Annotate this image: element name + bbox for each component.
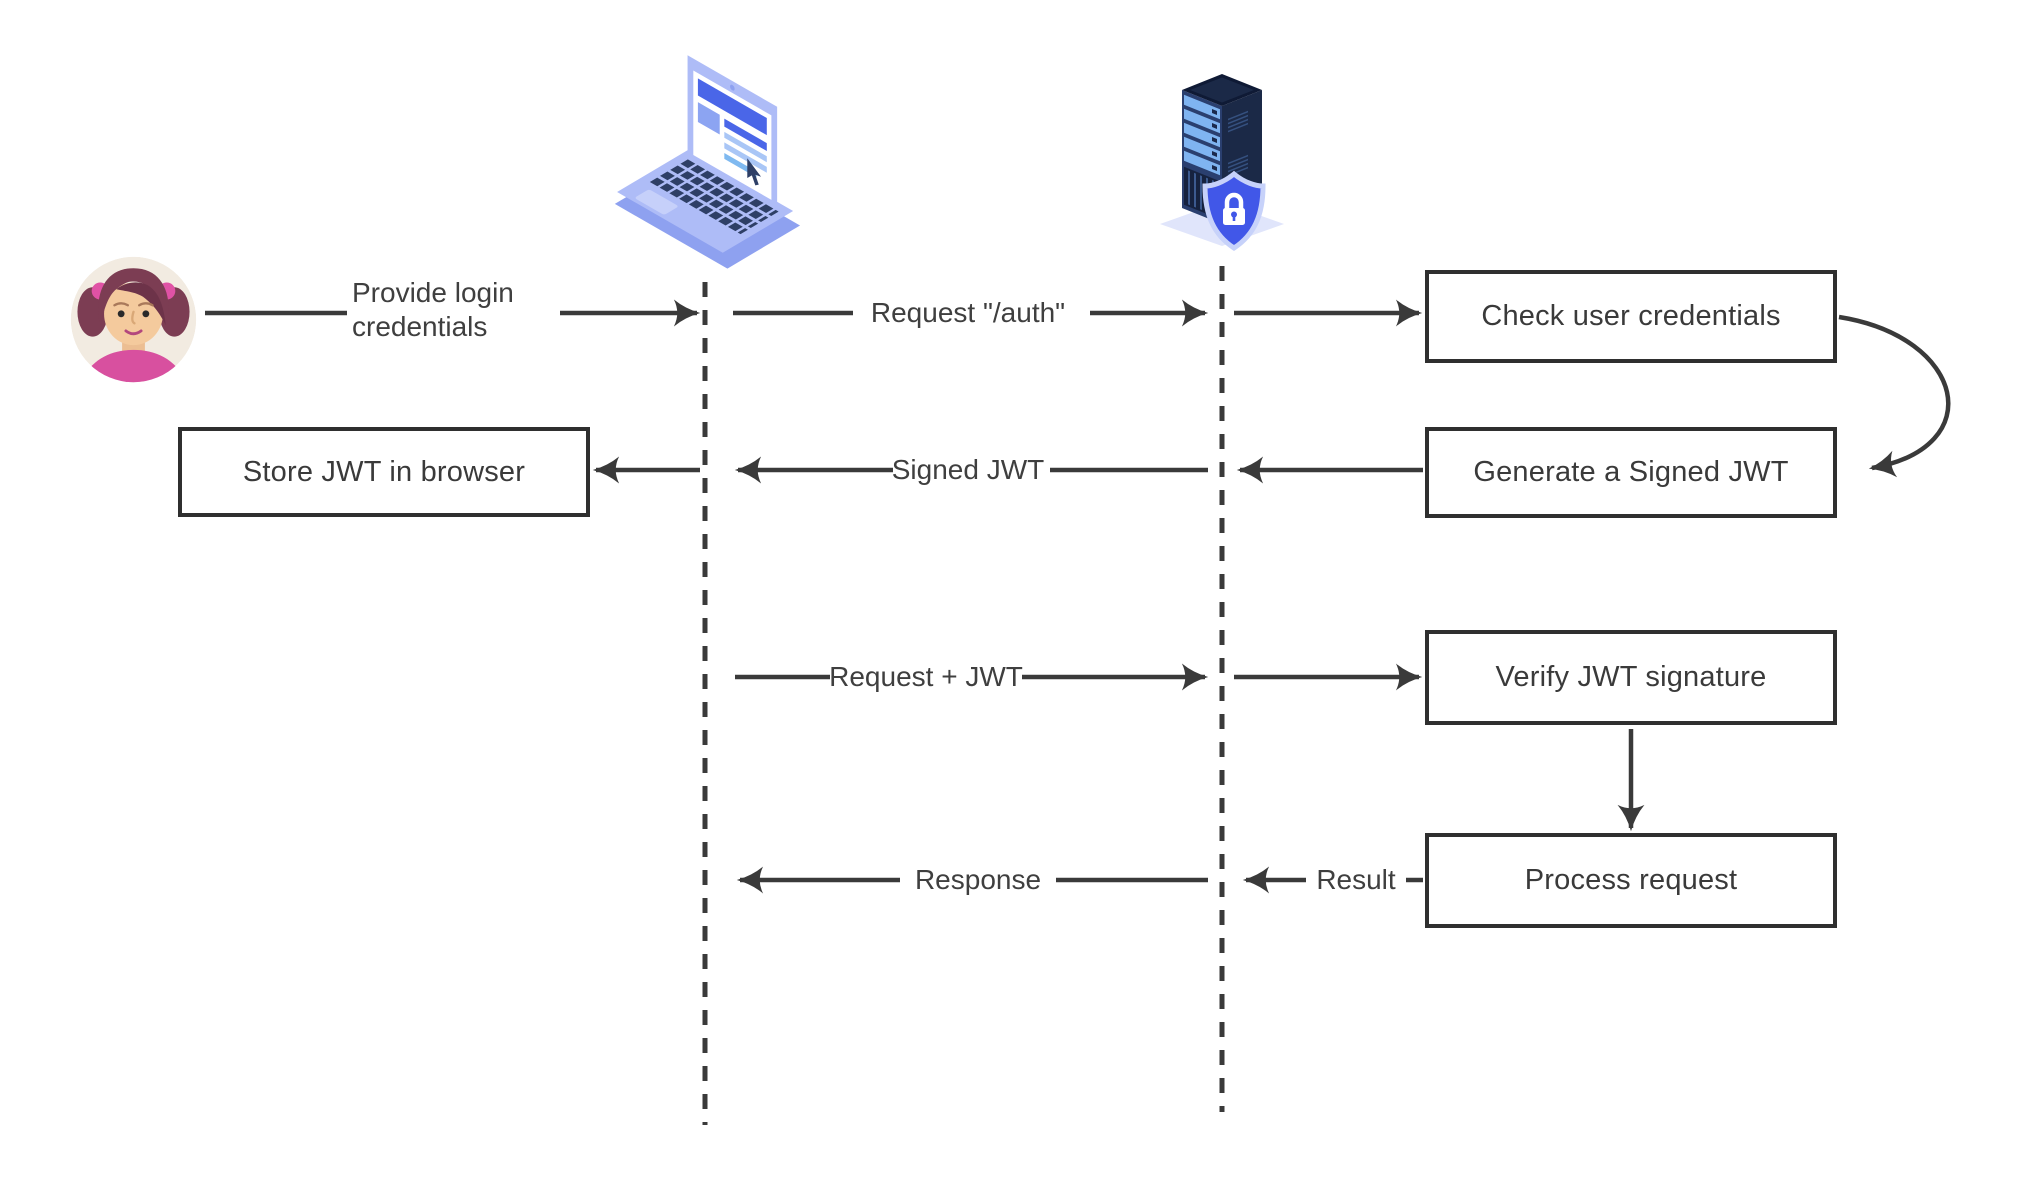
message-signed-jwt: Signed JWT (891, 454, 1045, 485)
step-label: Generate a Signed JWT (1473, 456, 1789, 488)
step-generate-signed-jwt: Generate a Signed JWT (1425, 427, 1837, 518)
message-request-auth: Request "/auth" (870, 297, 1066, 328)
step-process-request: Process request (1425, 833, 1837, 928)
cursor-icon (747, 158, 762, 186)
step-label: Verify JWT signature (1495, 661, 1767, 693)
shield-lock-icon (1202, 170, 1266, 251)
step-store-jwt-in-browser: Store JWT in browser (178, 427, 590, 517)
message-result: Result (1316, 864, 1396, 895)
arrow-check-to-generate (1838, 314, 1951, 478)
message-provide-login: Provide login credentials (352, 277, 514, 343)
message-response: Response (914, 864, 1042, 895)
message-request-jwt: Request + JWT (829, 661, 1023, 692)
server-drive-bays (1184, 94, 1220, 176)
step-label: Store JWT in browser (242, 455, 526, 488)
laptop-keys (649, 159, 779, 235)
server-shield-lock-icon (1160, 74, 1284, 251)
step-check-user-credentials: Check user credentials (1425, 270, 1837, 363)
step-verify-jwt-signature: Verify JWT signature (1425, 630, 1837, 725)
laptop-touchpad (635, 189, 678, 215)
avatar-hair (98, 268, 169, 326)
step-label: Process request (1524, 864, 1738, 896)
laptop-icon (614, 55, 801, 269)
girl-avatar-icon (70, 256, 197, 383)
step-label: Check user credentials (1481, 300, 1781, 332)
